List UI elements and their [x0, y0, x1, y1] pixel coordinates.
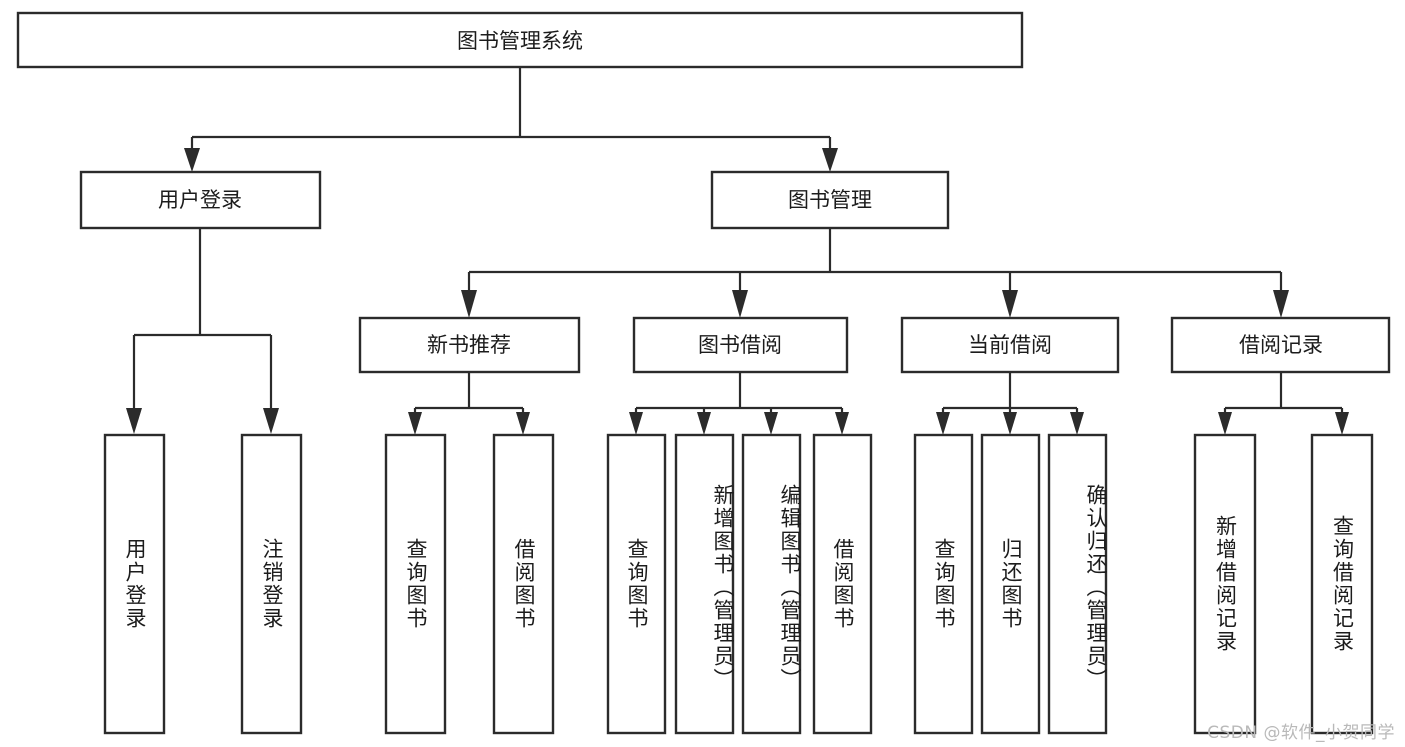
- node-book-borrow-label: 图书借阅: [698, 333, 782, 357]
- leaf-cb-return-book[interactable]: [980, 433, 1041, 735]
- leaf-bb-edit-book[interactable]: [741, 433, 802, 735]
- arrow-head-br-leaf-1: [1218, 412, 1232, 435]
- arrow-head-bb-leaf-1: [629, 412, 643, 435]
- leaf-bb-add-book[interactable]: [674, 433, 735, 735]
- leaf-bb-borrow-book[interactable]: [812, 433, 873, 735]
- arrow-head-book-borrow: [732, 290, 748, 318]
- node-current-borrow[interactable]: [900, 316, 1120, 374]
- arrow-head-new-book: [461, 290, 477, 318]
- arrow-head-bb-leaf-3: [764, 412, 778, 435]
- arrow-head-leaf-user-login: [126, 408, 142, 434]
- node-borrow-record[interactable]: [1170, 316, 1391, 374]
- leaf-cb-query-book[interactable]: [913, 433, 974, 735]
- arrow-head-nb-leaf-2: [516, 412, 530, 435]
- arrow-head-leaf-logout: [263, 408, 279, 434]
- node-current-borrow-label: 当前借阅: [968, 333, 1052, 357]
- arrow-head-book-mgmt: [822, 148, 838, 172]
- arrow-head-cb-leaf-3: [1070, 412, 1084, 435]
- leaf-cb-confirm-return[interactable]: [1047, 433, 1108, 735]
- node-new-book-recommend-label: 新书推荐: [427, 333, 511, 357]
- node-layer: 图书管理系统 用户登录 图书管理 新书推荐 图书借阅 当前借阅 借阅记录: [16, 11, 1391, 735]
- leaf-br-query-record[interactable]: [1310, 433, 1374, 735]
- node-book-management-label: 图书管理: [788, 188, 872, 212]
- node-new-book-recommend[interactable]: [358, 316, 581, 374]
- arrow-head-borrow-record: [1273, 290, 1289, 318]
- arrow-head-current-borrow: [1002, 290, 1018, 318]
- node-borrow-record-label: 借阅记录: [1239, 333, 1323, 357]
- arrow-head-bb-leaf-2: [697, 412, 711, 435]
- arrow-head-cb-leaf-2: [1003, 412, 1017, 435]
- arrow-head-cb-leaf-1: [936, 412, 950, 435]
- node-root[interactable]: [16, 11, 1024, 69]
- leaf-bb-query-book[interactable]: [606, 433, 667, 735]
- connector-layer: [126, 67, 1349, 435]
- leaf-nb-borrow-book[interactable]: [492, 433, 555, 735]
- arrow-head-user-login: [184, 148, 200, 172]
- arrow-head-bb-leaf-4: [835, 412, 849, 435]
- node-book-management[interactable]: [710, 170, 950, 230]
- node-user-login[interactable]: [79, 170, 322, 230]
- leaf-logout[interactable]: [240, 433, 303, 735]
- arrow-head-br-leaf-2: [1335, 412, 1349, 435]
- node-book-borrow[interactable]: [632, 316, 849, 374]
- node-root-label: 图书管理系统: [457, 29, 583, 53]
- leaf-nb-query-book[interactable]: [384, 433, 447, 735]
- node-user-login-label: 用户登录: [158, 188, 242, 212]
- arrow-head-nb-leaf-1: [408, 412, 422, 435]
- leaf-br-add-record[interactable]: [1193, 433, 1257, 735]
- leaf-user-login[interactable]: [103, 433, 166, 735]
- csdn-watermark: CSDN @软件_小贺同学: [1207, 723, 1395, 743]
